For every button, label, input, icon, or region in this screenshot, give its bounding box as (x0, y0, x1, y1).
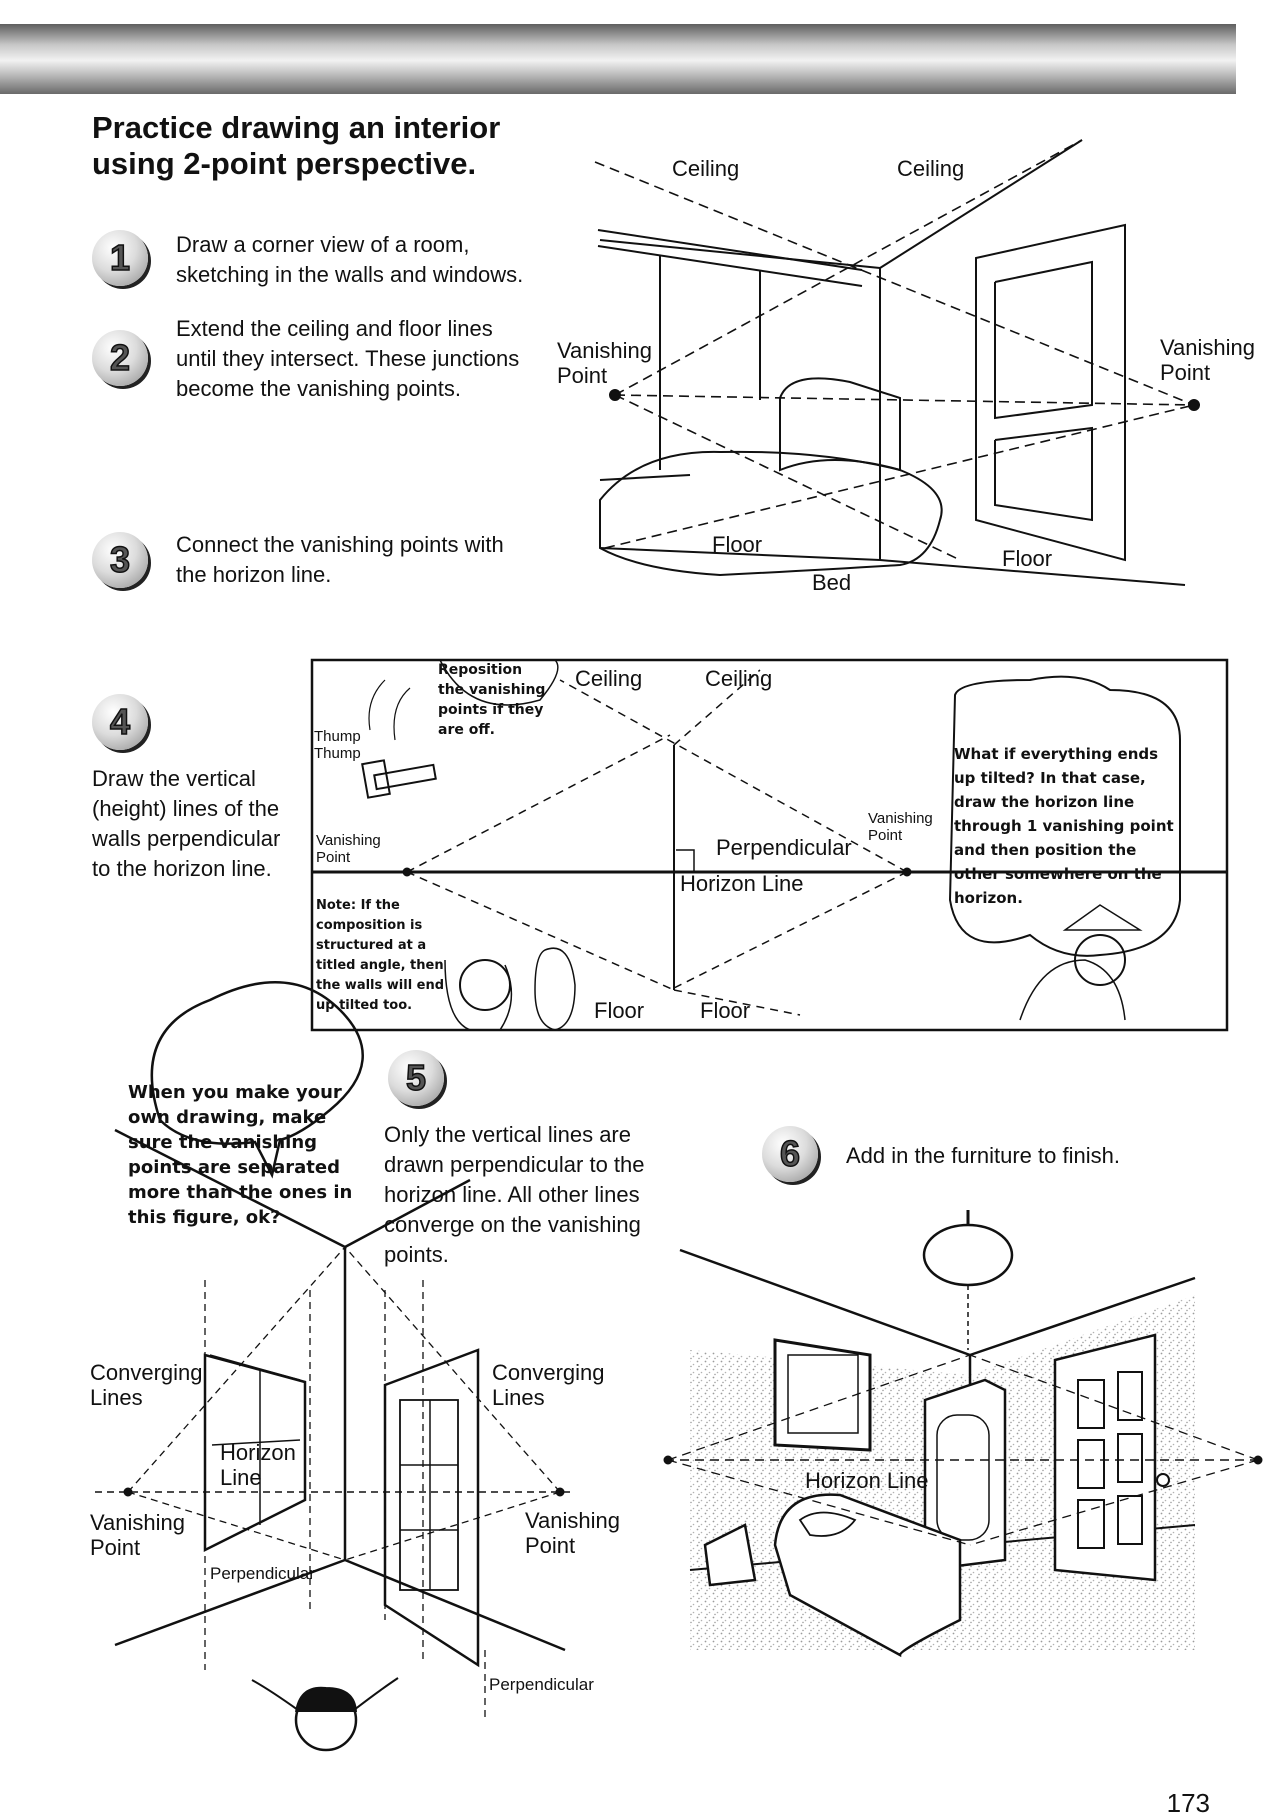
step-2-text: Extend the ceiling and floor lines until… (176, 316, 520, 401)
fig5-converging-left: Converging Lines (90, 1360, 203, 1410)
step-6-text: Add in the furniture to finish. (846, 1143, 1120, 1168)
step-6-badge: 6 (762, 1126, 818, 1182)
fig1-bed-label: Bed (812, 570, 852, 595)
fig5-vanishing-point-right: Vanishing Point (525, 1508, 620, 1558)
fig4-thump-text: Thump Thump (314, 728, 361, 762)
fig4-floor-left: Floor (594, 998, 645, 1023)
fig1-vanishing-point-right: Vanishing Point (1160, 335, 1255, 385)
figure-5-corner (95, 980, 575, 1752)
page-number: 173 (1166, 1788, 1210, 1818)
fig4-perpendicular: Perpendicular (716, 835, 852, 860)
step-5-badge: 5 (388, 1050, 444, 1106)
fig1-floor-right: Floor (1002, 546, 1053, 571)
page-title: Practice drawing an interior using 2-poi… (92, 110, 501, 181)
step-1-text: Draw a corner view of a room, sketching … (176, 232, 524, 287)
fig1-ceiling-right: Ceiling (897, 156, 965, 181)
fig4-vanishing-point-right: Vanishing Point (868, 810, 933, 844)
step-2-badge: 2 (92, 330, 148, 386)
header-band (0, 24, 1236, 94)
step-4-text: Draw the vertical (height) lines of the … (92, 766, 281, 881)
fig4-ceiling-right: Ceiling (705, 666, 773, 691)
fig1-ceiling-left: Ceiling (672, 156, 740, 181)
step-3-text: Connect the vanishing points with the ho… (176, 532, 504, 587)
fig5-advice-bubble: When you make your own drawing, make sur… (128, 1082, 353, 1228)
fig5-horizon-line: Horizon Line (220, 1440, 296, 1490)
step-4-badge: 4 (92, 694, 148, 750)
fig5-perpendicular-right: Perpendicular (489, 1675, 594, 1694)
fig4-vanishing-point-left: Vanishing Point (316, 832, 381, 866)
fig5-perpendicular-left: Perpendicular (210, 1564, 315, 1583)
step-1-badge: 1 (92, 230, 148, 286)
fig1-vanishing-point-left: Vanishing Point (557, 338, 652, 388)
fig4-tilted-bubble: What if everything ends up tilted? In th… (954, 745, 1174, 907)
fig4-horizon-line: Horizon Line (680, 871, 804, 896)
fig5-converging-right: Converging Lines (492, 1360, 605, 1410)
figure-4-frame (310, 658, 1229, 1032)
fig4-ceiling-left: Ceiling (575, 666, 643, 691)
fig4-reposition-bubble: Reposition the vanishing points if they … (438, 662, 546, 738)
figure-6-bedroom (663, 1210, 1263, 1658)
fig1-floor-left: Floor (712, 532, 763, 557)
fig4-note-text: Note: If the composition is structured a… (316, 898, 445, 1013)
figure-1-room (594, 139, 1200, 586)
fig5-vanishing-point-left: Vanishing Point (90, 1510, 185, 1560)
step-3-badge: 3 (92, 532, 148, 588)
fig6-horizon-line: Horizon Line (805, 1468, 929, 1493)
fig4-floor-right: Floor (700, 998, 751, 1023)
